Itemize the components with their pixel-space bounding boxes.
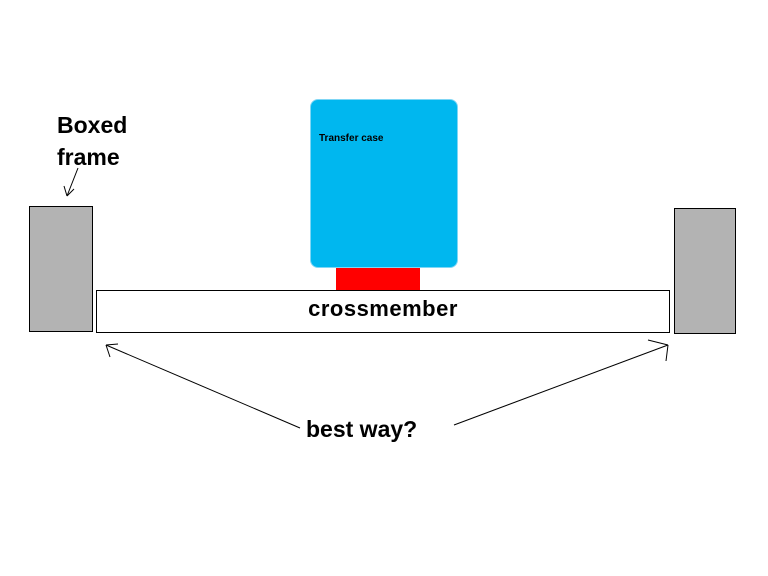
transfer-case-box: Transfer case xyxy=(310,99,458,268)
boxed-frame-label: Boxed frame xyxy=(57,112,128,170)
crossmember-label: crossmember xyxy=(308,296,458,321)
best-way-right-arrow xyxy=(453,339,669,426)
right-frame-rail xyxy=(674,208,736,334)
transfer-case-label: Transfer case xyxy=(319,133,384,144)
left-frame-rail xyxy=(29,206,93,332)
best-way-left-arrow xyxy=(105,343,301,429)
best-way-label: best way? xyxy=(306,416,418,442)
crossmember-bar: crossmember xyxy=(96,290,670,333)
transfer-case-mount-pad xyxy=(336,268,420,290)
